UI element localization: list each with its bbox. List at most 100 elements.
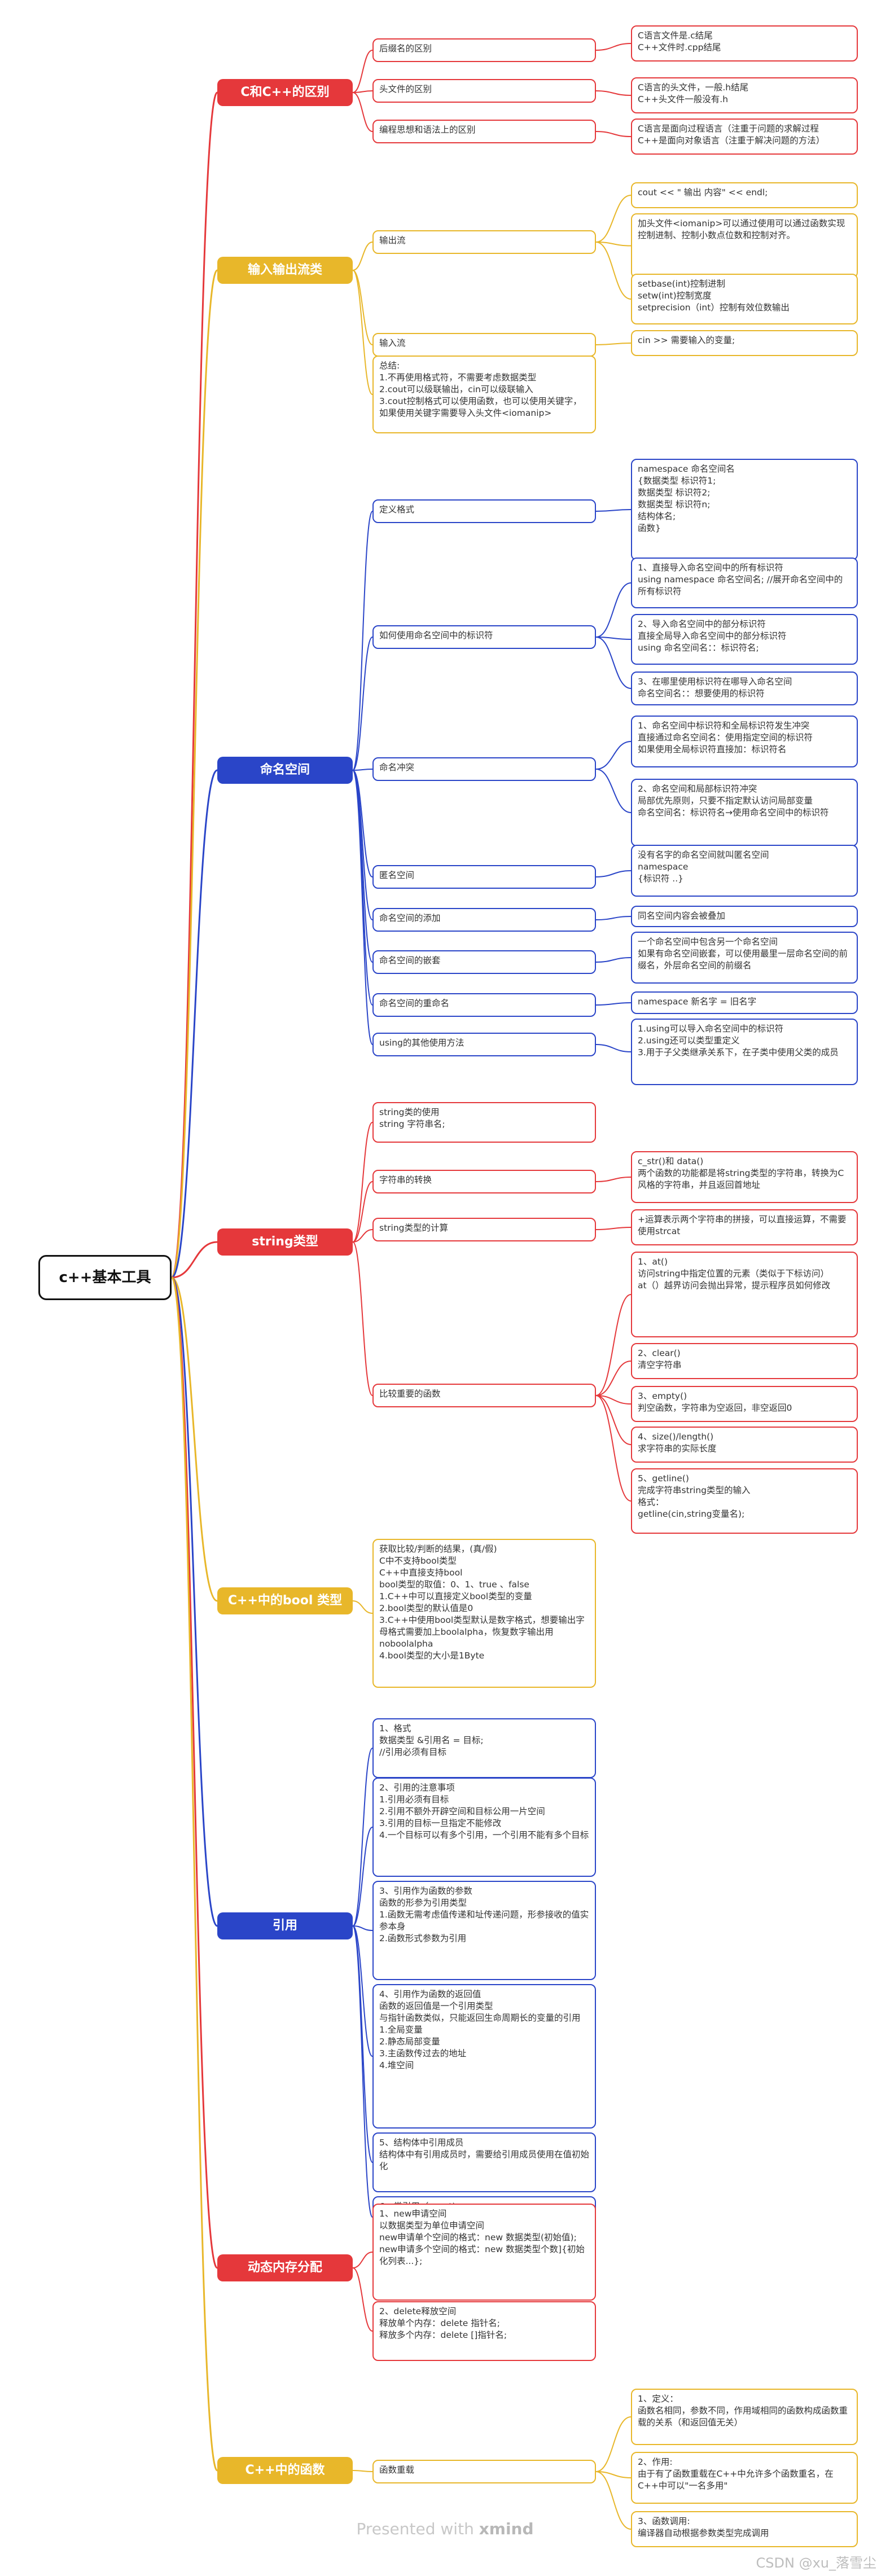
connector — [595, 916, 632, 920]
connector — [595, 2471, 632, 2530]
csdn-credit: CSDN @xu_落雪尘 — [756, 2555, 876, 2571]
connector — [352, 1925, 373, 1931]
connector — [171, 769, 218, 1279]
topic-b0c2[interactable]: 编程思想和语法上的区别 — [372, 120, 596, 143]
leaf-b1c0-2: setbase(int)控制进制 setw(int)控制宽度 setprecis… — [631, 274, 858, 324]
leaf-b2c1-0: 1、直接导入命名空间中的所有标识符 using namespace 命名空间名;… — [631, 558, 858, 608]
connector — [595, 1395, 632, 1405]
topic-b5c2[interactable]: 3、引用作为函数的参数 函数的形参为引用类型 1.函数无需考虑值传递和址传递问题… — [372, 1881, 596, 1980]
connector — [595, 1177, 632, 1182]
leaf-b2c1-1: 2、导入命名空间中的部分标识符 直接全局导入命名空间中的部分标识符 using … — [631, 614, 858, 665]
connector — [352, 770, 373, 1006]
connector — [595, 637, 632, 640]
connector — [352, 270, 373, 345]
connector — [352, 770, 373, 963]
connector — [352, 2470, 373, 2472]
topic-b6c1[interactable]: 2、delete释放空间 释放单个内存：delete 指针名; 释放多个内存：d… — [372, 2301, 596, 2361]
watermark: Presented with xmind — [0, 2520, 890, 2538]
topic-b2c5[interactable]: 命名空间的嵌套 — [372, 950, 596, 974]
connector — [595, 343, 632, 345]
connector — [352, 270, 373, 395]
topic-b5c1[interactable]: 2、引用的注意事项 1.引用必须有目标 2.引用不额外开辟空间和目标公用一片空间… — [372, 1778, 596, 1877]
connector — [595, 242, 632, 247]
connector — [595, 43, 632, 51]
connector — [595, 582, 632, 638]
branch-b5[interactable]: 引用 — [217, 1912, 353, 1939]
leaf-b2c6-0: namespace 新名字 = 旧名字 — [631, 991, 858, 1014]
topic-b3c1[interactable]: 字符串的转换 — [372, 1170, 596, 1193]
connector — [170, 1276, 218, 1927]
connector — [171, 1241, 218, 1279]
topic-b5c4[interactable]: 5、结构体中引用成员 结构体中有引用成员时，需要给引用成员使用在值初始化 — [372, 2132, 596, 2192]
branch-b3[interactable]: string类型 — [217, 1228, 353, 1256]
leaf-b7c0-2: 3、函数调用: 编译器自动根据参数类型完成调用 — [631, 2511, 858, 2547]
leaf-b3c2-0: +运算表示两个字符串的拼接，可以直接运算，不需要使用strcat — [631, 1209, 858, 1245]
topic-b0c0[interactable]: 后缀名的区别 — [372, 38, 596, 62]
topic-b2c2[interactable]: 命名冲突 — [372, 757, 596, 781]
watermark-prefix: Presented with — [356, 2520, 479, 2538]
topic-b2c3[interactable]: 匿名空间 — [372, 865, 596, 889]
topic-b7c0[interactable]: 函数重载 — [372, 2460, 596, 2483]
connector — [595, 870, 632, 877]
topic-b6c0[interactable]: 1、new申请空间 以数据类型为单位申请空间 new申请单个空间的格式：new … — [372, 2204, 596, 2301]
topic-b3c3[interactable]: 比较重要的函数 — [372, 1384, 596, 1407]
connector — [352, 50, 373, 93]
topic-b3c2[interactable]: string类型的计算 — [372, 1218, 596, 1241]
leaf-b2c0-0: namespace 命名空间名 {数据类型 标识符1; 数据类型 标识符2; 数… — [631, 459, 858, 560]
branch-b2[interactable]: 命名空间 — [217, 757, 353, 784]
connector — [352, 511, 373, 771]
connector — [595, 637, 632, 689]
connector — [352, 770, 373, 1045]
topic-b2c0[interactable]: 定义格式 — [372, 499, 596, 523]
topic-b3c0[interactable]: string类的使用 string 字符串名; — [372, 1102, 596, 1143]
leaf-b1c1-0: cin >> 需要输入的变量; — [631, 330, 858, 356]
connector — [170, 1276, 218, 2472]
leaf-b1c0-1: 加头文件<iomanip>可以通过使用可以通过函数实现控制进制、控制小数点位数和… — [631, 213, 858, 278]
connector — [595, 242, 632, 300]
connector — [352, 1925, 373, 2218]
topic-b2c7[interactable]: using的其他使用方法 — [372, 1033, 596, 1056]
topic-b1c1[interactable]: 输入流 — [372, 333, 596, 357]
branch-b7[interactable]: C++中的函数 — [217, 2457, 353, 2484]
leaf-b2c2-1: 2、命名空间和局部标识符冲突 局部优先原则，只要不指定默认访问局部变量 命名空间… — [631, 779, 858, 846]
leaf-b7c0-0: 1、定义： 函数名相同，参数不同，作用域相同的函数构成函数重载的关系（和返回值无… — [631, 2389, 858, 2445]
topic-b2c4[interactable]: 命名空间的添加 — [372, 908, 596, 932]
leaf-b7c0-1: 2、作用: 由于有了函数重载在C++中允许多个函数重名，在C++中可以"一名多用… — [631, 2452, 858, 2504]
connector — [352, 92, 373, 132]
topic-b5c0[interactable]: 1、格式 数据类型 &引用名 = 目标; //引用必须有目标 — [372, 1718, 596, 1778]
topic-b1c2[interactable]: 总结: 1.不再使用格式符，不需要考虑数据类型 2.cout可以级联输出，cin… — [372, 356, 596, 433]
branch-b1[interactable]: 输入输出流类 — [217, 257, 353, 284]
topic-b1c0[interactable]: 输出流 — [372, 230, 596, 254]
leaf-b1c0-0: cout << " 输出 内容" << endl; — [631, 182, 858, 208]
connector — [595, 1361, 632, 1396]
connector — [595, 2471, 632, 2478]
connector — [595, 741, 632, 770]
branch-b0[interactable]: C和C++的区别 — [217, 79, 353, 106]
connector — [352, 1925, 373, 2163]
connector — [595, 195, 632, 243]
connector — [595, 769, 632, 813]
connector — [595, 1395, 632, 1502]
root-topic[interactable]: c++基本工具 — [38, 1255, 172, 1300]
connector — [352, 242, 373, 271]
connector — [352, 1122, 373, 1243]
leaf-b0c0-0: C语言文件是.c结尾 C++文件时.cpp结尾 — [631, 25, 858, 62]
connector — [595, 509, 632, 512]
leaf-b2c4-0: 同名空间内容会被叠加 — [631, 906, 858, 927]
watermark-brand: xmind — [479, 2520, 534, 2538]
leaf-b2c7-0: 1.using可以导入命名空间中的标识符 2.using还可以类型重定义 3.用… — [631, 1019, 858, 1085]
connector — [352, 90, 373, 93]
branch-b4[interactable]: C++中的bool 类型 — [217, 1587, 353, 1614]
topic-b0c1[interactable]: 头文件的区别 — [372, 79, 596, 103]
branch-b6[interactable]: 动态内存分配 — [217, 2254, 353, 2281]
topic-b2c6[interactable]: 命名空间的重命名 — [372, 993, 596, 1017]
topic-b2c1[interactable]: 如何使用命名空间中的标识符 — [372, 625, 596, 649]
topic-b5c3[interactable]: 4、引用作为函数的返回值 函数的返回值是一个引用类型 与指针函数类似，只能返回生… — [372, 1984, 596, 2129]
leaf-b3c3-1: 2、clear() 清空字符串 — [631, 1343, 858, 1379]
connector — [352, 1181, 373, 1243]
connector — [171, 1276, 218, 1602]
topic-b4c0[interactable]: 获取比较/判断的结果，(真/假) C中不支持bool类型 C++中直接支持boo… — [372, 1539, 596, 1688]
leaf-b3c3-4: 5、getline() 完成字符串string类型的输入 格式： getline… — [631, 1468, 858, 1534]
